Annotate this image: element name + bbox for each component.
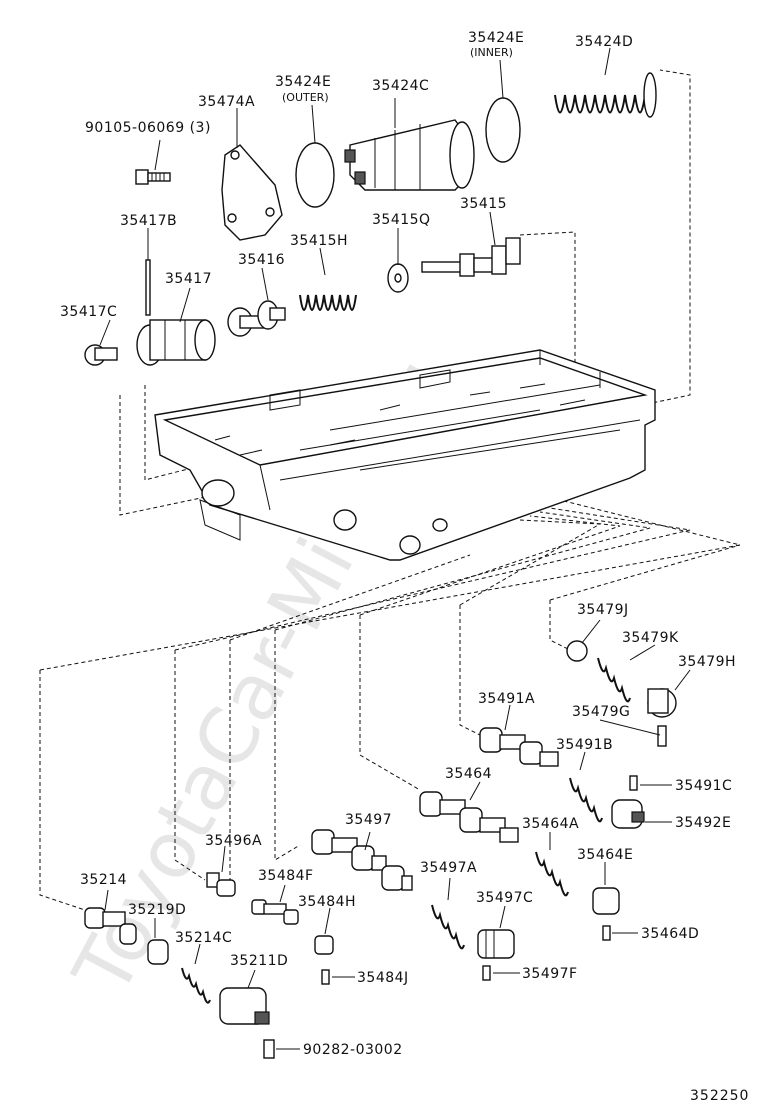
label-35497C: 35497C: [476, 890, 533, 906]
label-35417: 35417: [165, 271, 212, 287]
label-35464E: 35464E: [577, 847, 633, 863]
plug-35492E: [611, 799, 645, 829]
lower-group-boundary: [39, 499, 741, 911]
label-35415: 35415: [460, 196, 507, 212]
label-35479K: 35479K: [622, 630, 679, 646]
label-35491C: 35491C: [675, 778, 732, 794]
label-35464: 35464: [445, 766, 492, 782]
spring-35214C: [181, 967, 211, 1004]
label-35415H: 35415H: [290, 233, 348, 249]
leader-35479-group: [549, 544, 741, 651]
upper-group-boundary: [119, 69, 691, 516]
label-35497: 35497: [345, 812, 392, 828]
label-35491A: 35491A: [478, 691, 535, 707]
plug-35464E: [592, 887, 620, 915]
leader-35491-group: [459, 519, 602, 736]
plug-35211D: [219, 987, 270, 1025]
label-35424E-outer-note: (OUTER): [282, 91, 329, 104]
spring-35415H: [299, 294, 357, 311]
label-35424D: 35424D: [575, 34, 633, 50]
label-35484H: 35484H: [298, 894, 356, 910]
pin-35464D: [602, 925, 611, 941]
label-35464D: 35464D: [641, 926, 699, 942]
label-90105: 90105-06069 (3): [85, 120, 211, 136]
label-35497A: 35497A: [420, 860, 477, 876]
sleeve-35424C: [344, 119, 475, 191]
o-ring-inner-35424E: [485, 97, 521, 163]
spring-35497A: [431, 904, 465, 950]
spring-35479K: [597, 657, 631, 703]
pin-35417B: [145, 259, 151, 316]
label-35479G: 35479G: [572, 704, 630, 720]
o-ring-outer-35424E: [295, 142, 335, 208]
label-35424C: 35424C: [372, 78, 429, 94]
valve-35497: [311, 829, 413, 891]
valve-35415: [421, 237, 521, 277]
label-35211D: 35211D: [230, 953, 288, 969]
label-35479H: 35479H: [678, 654, 736, 670]
bolt-90105: [135, 169, 171, 185]
label-35424E-inner-note: (INNER): [470, 46, 513, 59]
valve-body-casting: [154, 349, 656, 561]
pin-35491C: [629, 775, 638, 791]
label-90282: 90282-03002: [303, 1042, 403, 1058]
label-35492E: 35492E: [675, 815, 731, 831]
sleeve-35219D: [147, 939, 169, 965]
pin-35497F: [482, 965, 491, 981]
label-35417C: 35417C: [60, 304, 117, 320]
middle-group-boundary: [144, 231, 576, 481]
spring-35424D: [554, 72, 657, 118]
leader-35214C-group: [174, 507, 691, 881]
label-35214: 35214: [80, 872, 127, 888]
plug-35484H: [314, 935, 334, 955]
screw-35417C: [84, 344, 118, 366]
plug-35496A: [206, 872, 236, 897]
spring-35491B: [569, 777, 603, 823]
label-35415Q: 35415Q: [372, 212, 431, 228]
label-35424E-outer: 35424E: [275, 74, 331, 90]
label-35214C: 35214C: [175, 930, 232, 946]
plug-35479H: [647, 688, 677, 718]
label-35479J: 35479J: [577, 602, 629, 618]
valve-35491A: [479, 727, 559, 767]
label-35424E-inner: 35424E: [468, 30, 524, 46]
leader-35464-group: [359, 515, 621, 791]
label-35219D: 35219D: [128, 902, 186, 918]
label-35484F: 35484F: [258, 868, 314, 884]
label-35417B: 35417B: [120, 213, 177, 229]
label-35484J: 35484J: [357, 970, 409, 986]
clip-35479G: [657, 725, 667, 747]
valve-35214: [84, 907, 137, 945]
cover-plate-35474A: [221, 144, 283, 241]
label-35474A: 35474A: [198, 94, 255, 110]
valve-35484F: [251, 899, 299, 925]
pin-90282: [263, 1039, 275, 1059]
label-35491B: 35491B: [556, 737, 613, 753]
washer-35415Q: [387, 263, 409, 293]
diagram-reference-number: 352250: [690, 1088, 749, 1104]
plug-35497C: [477, 929, 515, 959]
plug-35417: [136, 319, 216, 366]
label-35497F: 35497F: [522, 966, 578, 982]
label-35416: 35416: [238, 252, 285, 268]
leader-35497-group: [274, 511, 651, 861]
label-35464A: 35464A: [522, 816, 579, 832]
label-35496A: 35496A: [205, 833, 262, 849]
spring-35464A: [535, 851, 569, 897]
ball-35479J: [566, 640, 588, 662]
valve-35464: [419, 791, 519, 843]
leader-35211-group: [229, 554, 471, 880]
pin-35484J: [321, 969, 330, 985]
valve-35416: [227, 300, 286, 337]
